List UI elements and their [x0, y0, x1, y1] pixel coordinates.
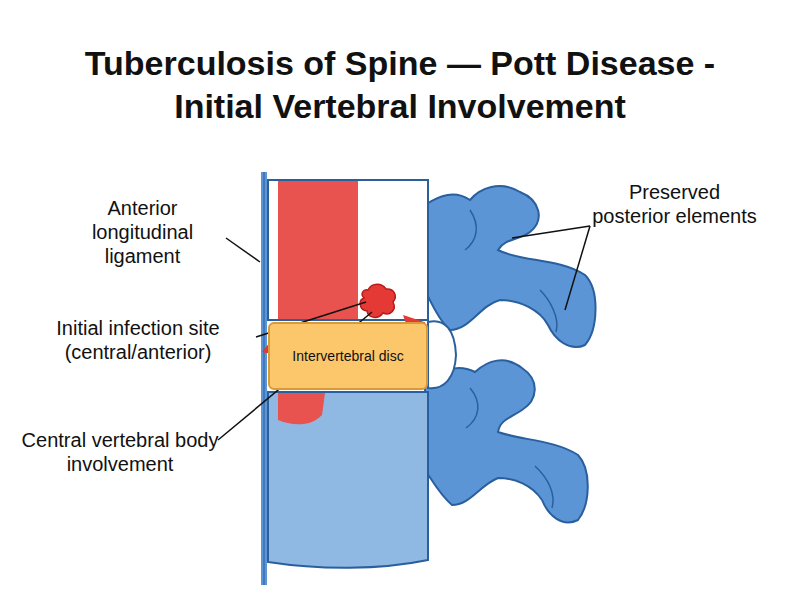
ligament-core [264, 172, 265, 585]
upper-vertebral-body [268, 180, 428, 320]
callout-label: Preserved posterior elements [592, 180, 757, 228]
disc-band: Intervertebral disc [268, 322, 428, 390]
callout-label: Anterior longitudinal ligament [60, 196, 225, 268]
foramen [428, 321, 456, 388]
anterior-infected-zone [278, 181, 358, 319]
diagram-title: Tuberculosis of Spine — Pott Disease - I… [40, 42, 760, 127]
posterior-elements [425, 186, 596, 522]
disc-label: Intervertebral disc [292, 348, 403, 364]
infection-focus [360, 284, 395, 317]
lower-infected-zone [278, 393, 325, 424]
lower-vertebral-body [268, 392, 428, 568]
callout-label: Initial infection site (central/anterior… [20, 316, 256, 364]
ligament [261, 172, 267, 585]
callout-label: Central vertebral body involvement [20, 428, 220, 476]
leader-lines [218, 226, 590, 440]
